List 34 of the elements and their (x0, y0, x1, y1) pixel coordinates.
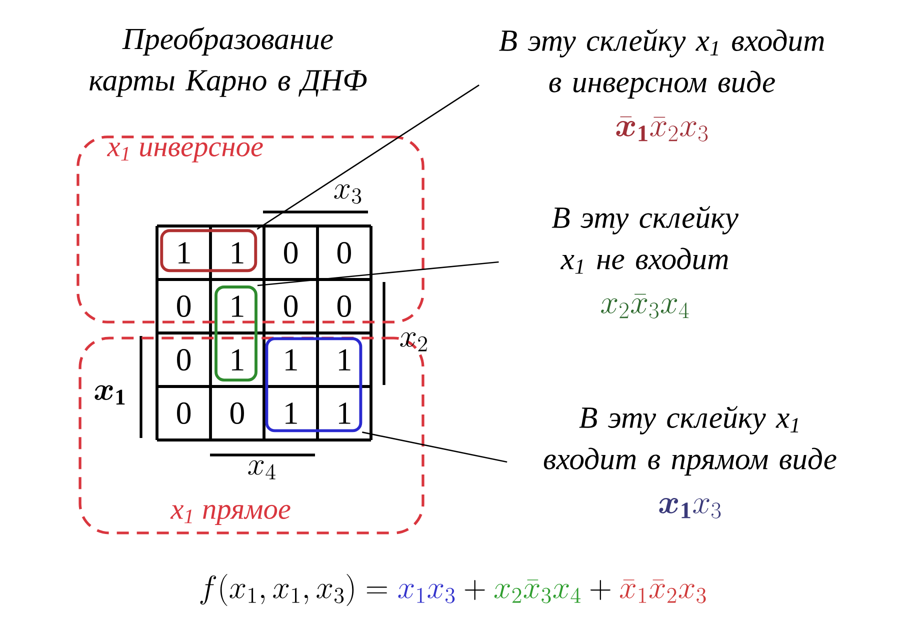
cell-value: 1 (286, 402, 297, 424)
formula: $x_2\bar{x}_3x_4$ (601, 294, 689, 318)
cell-value: 0 (284, 295, 298, 317)
cell-value: 0 (177, 295, 191, 317)
variable-label: $x_3$ (334, 184, 362, 204)
grouping-box (214, 286, 258, 382)
variable-label: $\boldsymbol{x}_{\mathbf{1}}$ (94, 385, 125, 405)
callout-text: В эту склейку x$_{1}$ не входит (552, 206, 738, 274)
variable-label: $x_4$ (248, 460, 276, 480)
cell-value: 1 (232, 296, 244, 317)
cell-value: 0 (337, 295, 351, 317)
boolean-formula: $f(x_1,x_1,x_3) = \textcolor[HTML]{3333CC}{x_1x_3} + \textcolor[HTML]{2E9E2E}{x_2\bar{x}_3x_4} + \textcolor[HTML]{D03A3A}{\bar{x}_1\bar{x}_2x_3}$ (200, 574, 706, 606)
variable-label: $x_2$ (400, 332, 427, 352)
cell-value: 0 (230, 402, 244, 424)
cell-value: 1 (178, 242, 190, 264)
leader-line (257, 261, 499, 286)
callout-text: В эту склейку x$_{1}$ входит в инверсном виде (499, 28, 824, 99)
cell-value: 1 (286, 349, 297, 370)
leader-line (362, 432, 508, 463)
cell-value: 1 (232, 349, 244, 370)
title: Преобразование карты Карно в ДНФ (90, 27, 367, 97)
cell-value: 0 (337, 242, 351, 264)
cell-value: 0 (284, 242, 298, 264)
cell-value: 0 (177, 402, 191, 424)
grouping-box (160, 229, 258, 272)
formula: $\boldsymbol{x}_{\mathbf{1}}x_3$ (659, 498, 721, 518)
cell-value: 1 (339, 402, 350, 424)
grouping-box (265, 337, 362, 432)
callout-text: В эту склейку x$_{1}$ входит в прямом виде (544, 406, 836, 476)
cell-value: 1 (339, 349, 350, 370)
formula: $\bar{\boldsymbol{x}}_{\mathbf{1}}\bar{x}_2x_3$ (616, 116, 708, 142)
cell-value: 0 (177, 349, 191, 371)
cell-value: 1 (232, 242, 244, 264)
leader-line (256, 84, 480, 230)
